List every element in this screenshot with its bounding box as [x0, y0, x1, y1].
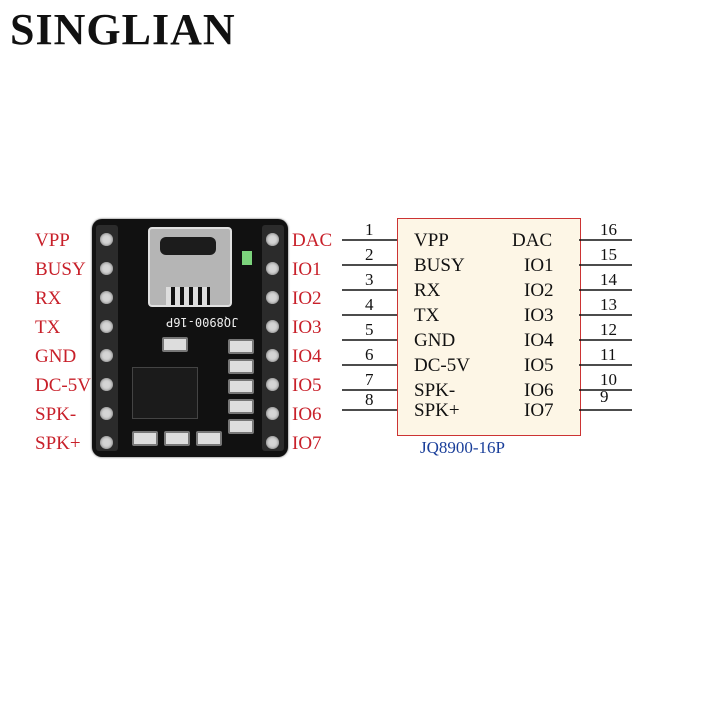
module-pin-label: GND	[35, 346, 77, 367]
module-pin-label: IO7	[292, 433, 322, 454]
module-pin-label: BUSY	[35, 259, 86, 280]
schematic-pin-name: IO6	[524, 380, 554, 401]
schematic-pin-name: VPP	[414, 230, 449, 251]
schematic-part-label: JQ8900-16P	[420, 438, 506, 457]
smd-component	[228, 339, 254, 354]
schematic-pin-number: 13	[600, 295, 617, 314]
schematic-pin-name: GND	[414, 330, 456, 351]
schematic-pin-number: 5	[365, 320, 374, 339]
schematic-pin-name: RX	[414, 280, 441, 301]
smd-component	[196, 431, 222, 446]
module-pin-label: IO4	[292, 346, 322, 367]
schematic-pin-number: 4	[365, 295, 374, 314]
module-pin-label: IO2	[292, 288, 322, 309]
schematic-pin-name: IO5	[524, 355, 554, 376]
schematic-pin-number: 11	[600, 345, 617, 364]
schematic-pin-name: SPK+	[414, 400, 460, 421]
schematic-pin-name: IO3	[524, 305, 554, 326]
schematic-ic-body	[397, 218, 581, 436]
schematic-pin-name: IO4	[524, 330, 554, 351]
brand-logo: SINGLIAN	[10, 5, 236, 54]
smd-component	[228, 419, 254, 434]
right-pin-header	[262, 225, 284, 451]
schematic-pin-number: 10	[600, 370, 617, 389]
module-board: JQ8900-16P	[92, 219, 288, 457]
smd-component	[228, 379, 254, 394]
schematic-pin-number: 8	[365, 390, 374, 409]
schematic-pin-name: BUSY	[414, 255, 465, 276]
left-pin-header	[96, 225, 118, 451]
module-pin-label: TX	[35, 317, 61, 338]
ic-chip	[132, 367, 198, 419]
schematic-pin-name: DC-5V	[414, 355, 470, 376]
schematic-pin-name: IO2	[524, 280, 554, 301]
module-pin-label: IO3	[292, 317, 322, 338]
module-pin-label: DC-5V	[35, 375, 91, 396]
module-pin-label: RX	[35, 288, 62, 309]
module-pin-label: DAC	[292, 230, 333, 251]
schematic-pin-name: IO7	[524, 400, 554, 421]
schematic-pin-number: 9	[600, 387, 609, 406]
schematic-pin-name: DAC	[512, 230, 553, 251]
micro-usb-connector	[148, 227, 232, 307]
schematic-pin-name: TX	[414, 305, 440, 326]
smd-component	[162, 337, 188, 352]
schematic-pin-number: 2	[365, 245, 374, 264]
module-pin-label: IO5	[292, 375, 322, 396]
smd-component	[132, 431, 158, 446]
smd-component	[228, 359, 254, 374]
status-led	[242, 251, 252, 265]
schematic-pin-number: 15	[600, 245, 617, 264]
schematic-pin-number: 6	[365, 345, 374, 364]
module-pin-label: SPK-	[35, 404, 77, 425]
schematic-pin-name: IO1	[524, 255, 554, 276]
schematic-pin-number: 16	[600, 220, 617, 239]
module-pin-label: SPK+	[35, 433, 81, 454]
smd-component	[164, 431, 190, 446]
module-pin-label: VPP	[35, 230, 70, 251]
schematic-pin-number: 12	[600, 320, 617, 339]
module-pin-label: IO1	[292, 259, 322, 280]
module-pin-label: IO6	[292, 404, 322, 425]
smd-component	[228, 399, 254, 414]
schematic-pin-number: 7	[365, 370, 374, 389]
schematic-pin-number: 14	[600, 270, 617, 289]
schematic-pin-number: 1	[365, 220, 374, 239]
schematic-pin-number: 3	[365, 270, 374, 289]
schematic-pin-name: SPK-	[414, 380, 456, 401]
